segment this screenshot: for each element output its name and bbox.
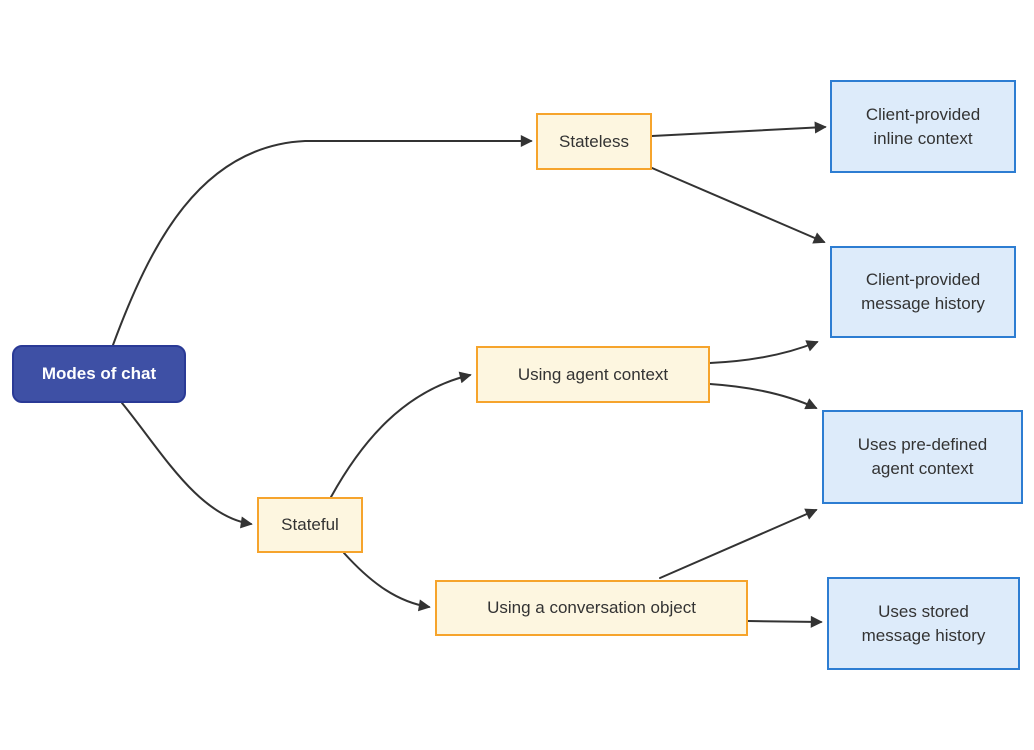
node-client-provided-inline-context-label: Client-provided inline context xyxy=(865,104,981,148)
node-stateful: Stateful xyxy=(257,497,363,553)
node-uses-stored-message-history-label: Uses stored message history xyxy=(861,601,986,645)
edge-using-a-conversation-object-to-uses-pre-defined-agent-context xyxy=(659,508,818,579)
edge-stateless-to-client-provided-inline-context xyxy=(651,121,827,137)
node-using-a-conversation-object-label: Using a conversation object xyxy=(487,598,696,618)
node-uses-pre-defined-agent-context: Uses pre-defined agent context xyxy=(822,410,1023,504)
node-stateful-label: Stateful xyxy=(281,515,339,535)
edge-stateless-to-client-provided-message-history xyxy=(651,167,826,244)
edge-using-agent-context-to-uses-pre-defined-agent-context xyxy=(709,383,818,410)
edge-using-a-conversation-object-to-uses-stored-message-history xyxy=(747,615,823,628)
node-uses-stored-message-history: Uses stored message history xyxy=(827,577,1020,670)
node-modes-of-chat-label: Modes of chat xyxy=(41,364,157,384)
node-client-provided-inline-context: Client-provided inline context xyxy=(830,80,1016,173)
edge-using-agent-context-to-client-provided-message-history xyxy=(709,340,819,364)
node-stateless: Stateless xyxy=(536,113,652,170)
node-stateless-label: Stateless xyxy=(559,131,629,151)
node-client-provided-message-history: Client-provided message history xyxy=(830,246,1016,338)
edge-stateful-to-using-agent-context xyxy=(330,371,472,498)
node-using-a-conversation-object: Using a conversation object xyxy=(435,580,748,636)
node-using-agent-context-label: Using agent context xyxy=(517,364,669,384)
node-client-provided-message-history-label: Client-provided message history xyxy=(861,270,985,313)
edge-modes-of-chat-to-stateless xyxy=(112,135,533,346)
edge-stateful-to-using-a-conversation-object xyxy=(343,552,431,612)
node-modes-of-chat: Modes of chat xyxy=(12,345,186,403)
node-uses-pre-defined-agent-context-label: Uses pre-defined agent context xyxy=(857,435,988,478)
edge-modes-of-chat-to-stateful xyxy=(121,402,253,529)
node-using-agent-context: Using agent context xyxy=(476,346,710,403)
